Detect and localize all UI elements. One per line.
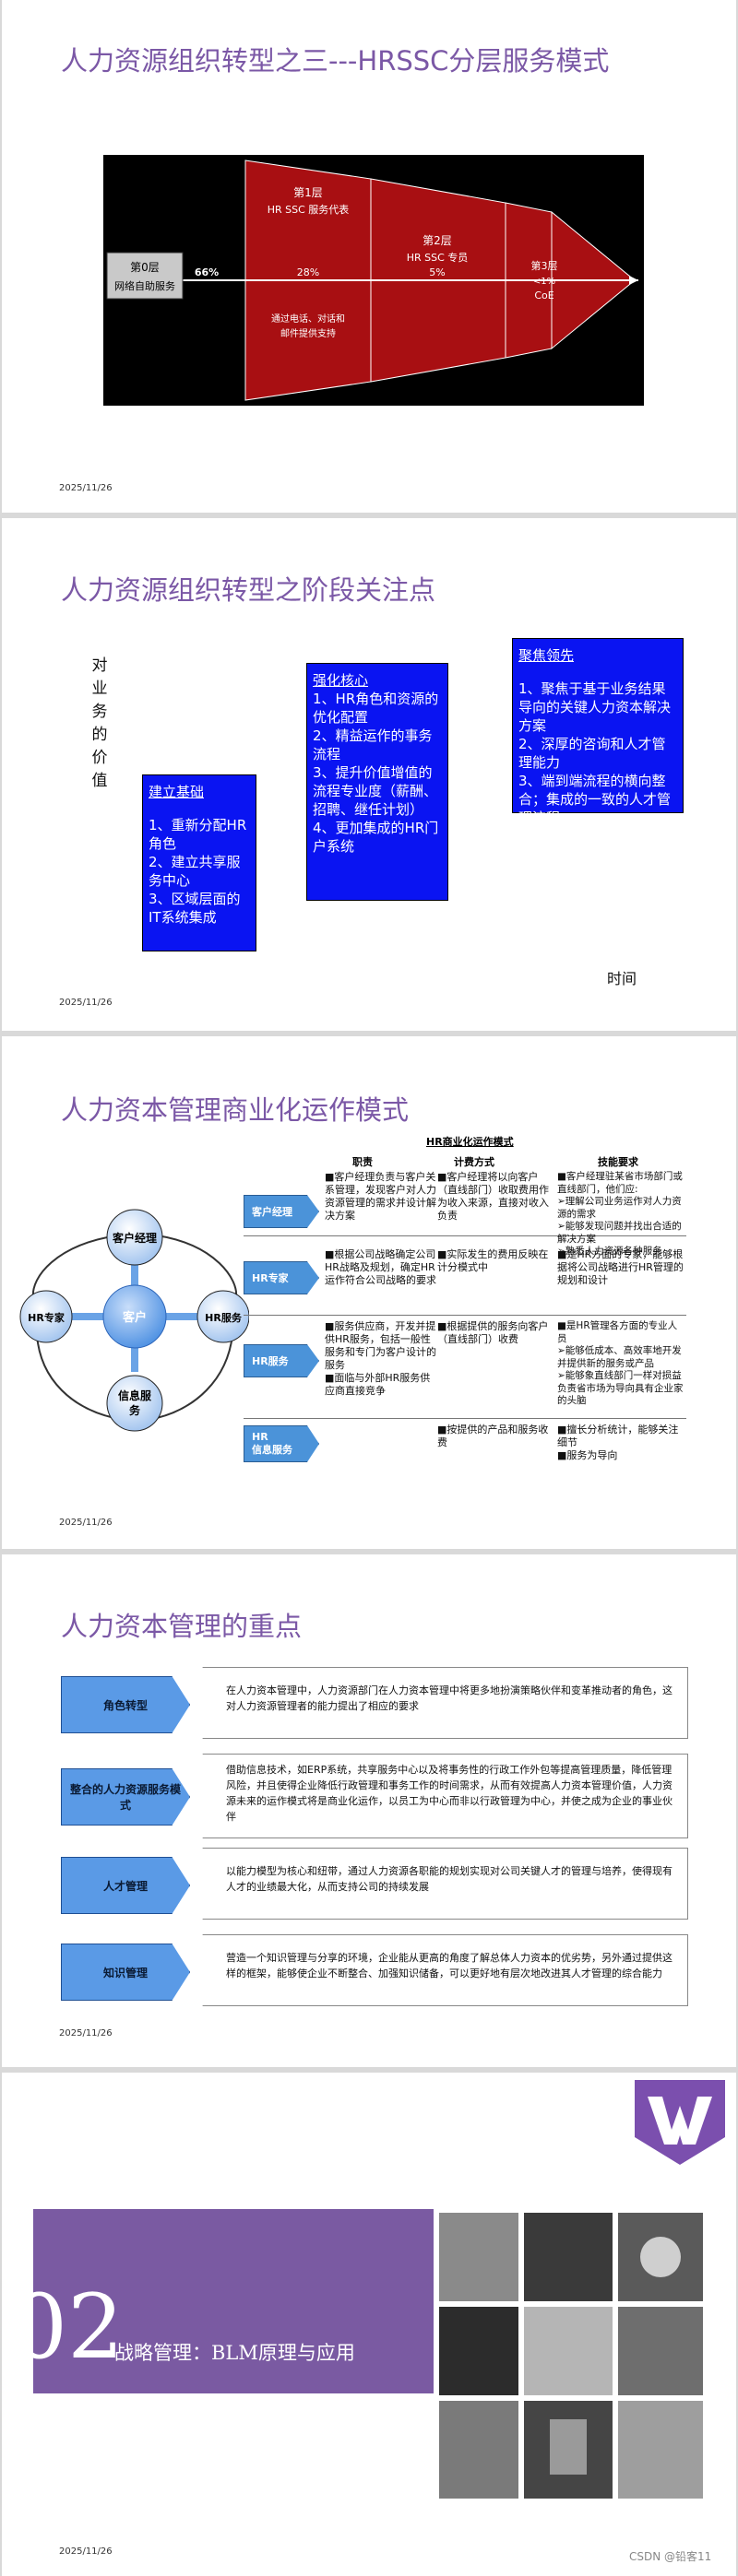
svg-text:HR专家: HR专家 bbox=[28, 1311, 65, 1324]
table-cell: ■客户经理将以向客户（直线部门）收取费用作为收入来源，直接对收入负责 bbox=[437, 1171, 549, 1222]
row-divider bbox=[244, 1235, 686, 1236]
layer1-note: 通过电话、对话和 bbox=[271, 313, 345, 325]
stage-box-leading: 聚焦领先 1、聚焦于基于业务结果导向的关键人力资本解决方案 2、深厚的咨询和人才… bbox=[512, 638, 684, 826]
stage-heading: 强化核心 bbox=[313, 672, 369, 689]
layer0-sub: 网络自助服务 bbox=[114, 279, 175, 292]
node-account-manager bbox=[106, 1209, 163, 1266]
svg-text:客户经理: 客户经理 bbox=[112, 1231, 157, 1245]
table-cell: ■服务供应商，开发并提供HR服务，包括一般性服务和专门为客户设计的服务 ■面临与… bbox=[325, 1320, 436, 1397]
row-divider bbox=[244, 1418, 686, 1419]
stage-box-foundation: 建立基础 1、重新分配HR角色 2、建立共享服务中心 3、区域层面的IT系统集成 bbox=[142, 774, 256, 951]
chapter-title: 战略管理：BLM原理与应用 bbox=[114, 2342, 355, 2364]
column-header: 技能要求 bbox=[598, 1156, 638, 1168]
stage-heading: 聚焦领先 bbox=[518, 647, 575, 664]
row-label-hr-expert: HR专家 bbox=[244, 1261, 319, 1294]
layer0-label: 第0层 bbox=[130, 261, 160, 274]
slide-stage-focus: 人力资源组织转型之阶段关注点 对业务 的价值 建立基础 1、重新分配HR角色 2… bbox=[2, 518, 736, 1031]
time-axis-label: 时间 bbox=[607, 970, 637, 987]
pct3: <1% bbox=[533, 277, 555, 287]
slide-chapter-02: 02 战略管理：BLM原理与应用 2025/11/26 CSDN @铅客11 bbox=[2, 2073, 736, 2576]
svg-text:HR服务: HR服务 bbox=[205, 1311, 243, 1324]
column-header: 职责 bbox=[352, 1156, 373, 1168]
svg-text:邮件提供支持: 邮件提供支持 bbox=[280, 327, 336, 339]
table-cell: ■实际发生的费用反映在计分模式中 bbox=[437, 1248, 549, 1273]
slide-title: 人力资源组织转型之三---HRSSC分层服务模式 bbox=[61, 45, 610, 77]
slide-title: 人力资源组织转型之阶段关注点 bbox=[61, 574, 436, 606]
table-cell: ■是HR方面的专家，能够根据将公司战略进行HR管理的规划和设计 bbox=[557, 1248, 684, 1286]
table-title: HR商业化运作模式 bbox=[426, 1136, 514, 1148]
layer2-sub: HR SSC 专员 bbox=[407, 251, 469, 264]
focus-label: 整合的人力资源服务模式 bbox=[61, 1768, 190, 1826]
layer3-label: 第3层 bbox=[531, 259, 558, 272]
row-label-account-manager: 客户经理 bbox=[244, 1195, 319, 1228]
layer0-box bbox=[106, 252, 184, 300]
node-info-service bbox=[106, 1375, 163, 1432]
table-cell: ■是HR管理各方面的专业人员 ➢能够低成本、高效率地开发并提供新的服务或产品 ➢… bbox=[557, 1320, 684, 1406]
slide-date: 2025/11/26 bbox=[59, 483, 113, 493]
focus-row-service-model: 借助信息技术，如ERP系统，共享服务中心以及将事务性的行政工作外包等提高管理质量… bbox=[61, 1754, 688, 1838]
slide-title: 人力资本管理的重点 bbox=[61, 1611, 303, 1642]
slide-date: 2025/11/26 bbox=[59, 1518, 113, 1528]
focus-label: 知识管理 bbox=[61, 1944, 190, 2001]
layer3-sub: CoE bbox=[534, 290, 554, 301]
chapter-number: 02 bbox=[11, 2275, 125, 2379]
row-label-hr-service: HR服务 bbox=[244, 1344, 319, 1377]
focus-label: 人才管理 bbox=[61, 1857, 190, 1914]
slide-date: 2025/11/26 bbox=[59, 2546, 113, 2557]
focus-text: 借助信息技术，如ERP系统，共享服务中心以及将事务性的行政工作外包等提高管理质量… bbox=[183, 1754, 688, 1838]
focus-text: 以能力模型为核心和纽带，通过人力资源各职能的规划实现对公司关键人才的管理与培养，… bbox=[183, 1848, 688, 1920]
column-header: 计费方式 bbox=[454, 1156, 494, 1168]
table-cell: ■按提供的产品和服务收费 bbox=[437, 1424, 549, 1448]
slide-date: 2025/11/26 bbox=[59, 2028, 113, 2038]
node-client bbox=[102, 1284, 167, 1349]
stage-heading: 建立基础 bbox=[149, 784, 205, 800]
table-cell: ■客户经理负责与客户关系管理，发现客户对人力资源管理的需求并设计解决方案 bbox=[325, 1171, 436, 1222]
svg-text:客户: 客户 bbox=[123, 1310, 147, 1325]
hr-cycle-diagram: 客户 客户经理 HR专家 HR服务 信息服 务 bbox=[19, 1209, 249, 1432]
stage-box-core: 强化核心 1、HR角色和资源的优化配置 2、精益运作的事务流程 3、提升价值增值… bbox=[306, 663, 448, 901]
focus-row-talent: 以能力模型为核心和纽带，通过人力资源各职能的规划实现对公司关键人才的管理与培养，… bbox=[61, 1848, 688, 1920]
slide-title: 人力资本管理商业化运作模式 bbox=[61, 1094, 410, 1126]
table-cell: ■客户经理驻某省市场部门或直线部门，他们应: ➢理解公司业务运作对人力资源的需求… bbox=[557, 1171, 683, 1257]
layer1-sub: HR SSC 服务代表 bbox=[268, 203, 350, 216]
photo-collage bbox=[434, 2209, 708, 2502]
focus-text: 营造一个知识管理与分享的环境，企业能从更高的角度了解总体人力资本的优劣势，另外通… bbox=[183, 1934, 688, 2006]
node-hr-service bbox=[196, 1290, 249, 1343]
focus-text: 在人力资本管理中，人力资源部门在人力资本管理中将更多地扮演策略伙伴和变革推动者的… bbox=[183, 1667, 688, 1739]
w-logo-icon bbox=[635, 2080, 725, 2165]
focus-row-role: 在人力资本管理中，人力资源部门在人力资本管理中将更多地扮演策略伙伴和变革推动者的… bbox=[61, 1667, 688, 1739]
value-axis-label: 对业务 的价值 bbox=[91, 656, 108, 790]
pct1: 28% bbox=[297, 266, 319, 278]
row-divider bbox=[244, 1315, 686, 1316]
table-cell: ■擅长分析统计，能够关注细节 ■服务为导向 bbox=[557, 1424, 679, 1461]
layer2-label: 第2层 bbox=[423, 234, 452, 247]
svg-text:信息服: 信息服 bbox=[118, 1388, 152, 1402]
layer1-label: 第1层 bbox=[293, 186, 323, 199]
slide-hcm-focus: 人力资本管理的重点 在人力资本管理中，人力资源部门在人力资本管理中将更多地扮演策… bbox=[2, 1554, 736, 2067]
focus-row-knowledge: 营造一个知识管理与分享的环境，企业能从更高的角度了解总体人力资本的优劣势，另外通… bbox=[61, 1934, 688, 2006]
table-cell: ■根据公司战略确定公司HR战略及规划，确定HR运作符合公司战略的要求 bbox=[325, 1248, 436, 1286]
table-cell: ■根据提供的服务向客户（直线部门）收费 bbox=[437, 1320, 549, 1345]
chapter-banner bbox=[33, 2209, 434, 2393]
slide-commercial-model: 人力资本管理商业化运作模式 客户 客户经理 HR专家 HR服务 信息服 bbox=[2, 1036, 736, 1549]
svg-text:务: 务 bbox=[129, 1403, 141, 1417]
slide-hrssc-layers: 人力资源组织转型之三---HRSSC分层服务模式 第0层 网络自助服务 66% … bbox=[2, 0, 736, 513]
pct2: 5% bbox=[429, 266, 445, 278]
focus-label: 角色转型 bbox=[61, 1676, 190, 1733]
watermark: CSDN @铅客11 bbox=[629, 2550, 712, 2563]
hrssc-funnel-diagram: 第0层 网络自助服务 66% 第1层 HR SSC 服务代表 28% 通过电话、… bbox=[103, 155, 644, 406]
node-hr-expert bbox=[19, 1290, 73, 1343]
row-label-info-service: HR 信息服务 bbox=[244, 1425, 319, 1462]
slide-date: 2025/11/26 bbox=[59, 998, 113, 1008]
pct0: 66% bbox=[195, 266, 219, 278]
